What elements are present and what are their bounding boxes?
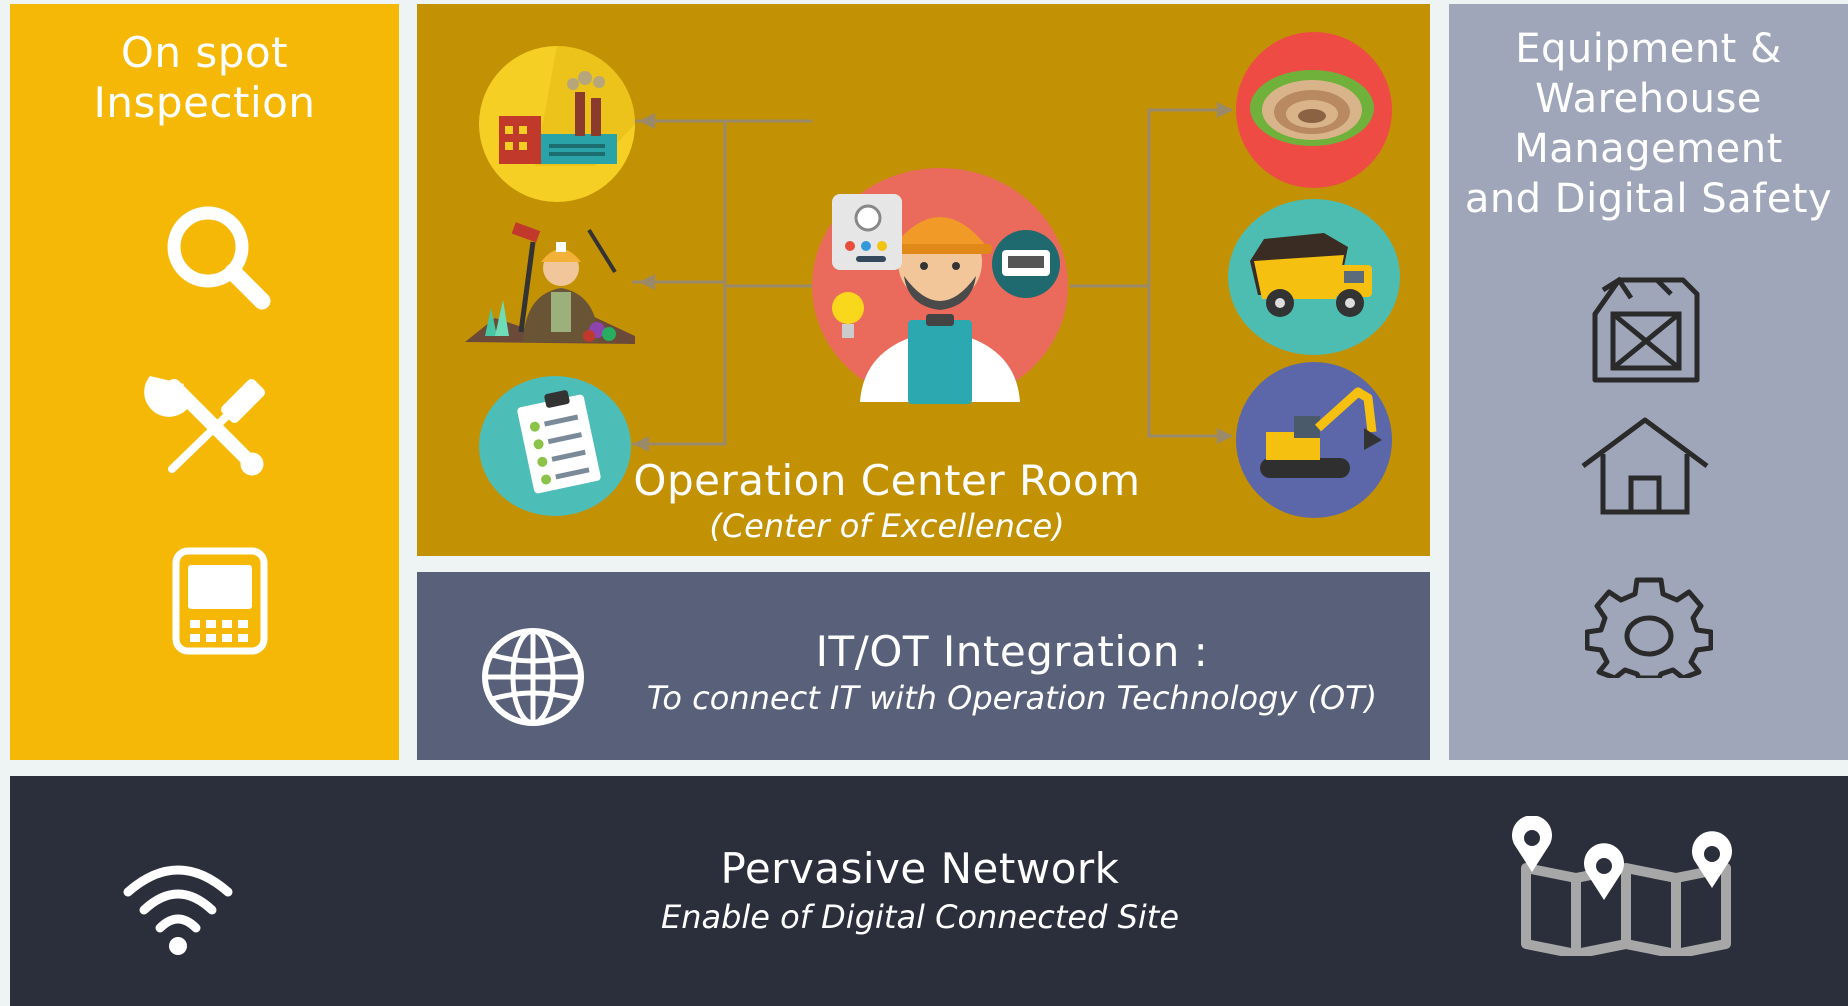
map-pins-icon: [1502, 816, 1752, 956]
house-icon: [1579, 416, 1711, 516]
miner-icon: [465, 212, 641, 348]
fuel-can-icon: [1579, 272, 1703, 390]
connector-lines: [630, 102, 1233, 452]
itot-subtitle: To connect IT with Operation Technology …: [646, 679, 1378, 717]
checklist-icon: [479, 376, 631, 516]
equipment-panel: Equipment & Warehouse Management and Dig…: [1449, 4, 1848, 760]
equipment-title-line1: Equipment &: [1515, 26, 1782, 72]
equipment-title-line2: Warehouse: [1535, 76, 1762, 122]
tablet-icon: [172, 547, 268, 655]
factory-icon: [475, 46, 639, 202]
network-title: Pervasive Network: [720, 844, 1120, 893]
inspection-title-line1: On spot: [120, 28, 289, 77]
equipment-title-line4: and Digital Safety: [1464, 176, 1833, 222]
engineer-icon: [812, 166, 1074, 406]
equipment-title-line3: Management: [1514, 126, 1783, 172]
operation-center-panel: Operation Center Room (Center of Excelle…: [417, 4, 1430, 556]
inspection-title: On spot Inspection: [10, 28, 399, 128]
network-panel: Pervasive Network Enable of Digital Conn…: [10, 776, 1848, 1006]
globe-icon: [480, 627, 586, 727]
search-icon: [160, 199, 275, 314]
inspection-title-line2: Inspection: [93, 78, 316, 127]
inspection-panel: On spot Inspection: [10, 4, 399, 760]
itot-title: IT/OT Integration :: [815, 627, 1209, 676]
excavator-icon: [1232, 362, 1396, 518]
wrench-screwdriver-icon: [142, 364, 282, 484]
operation-center-subtitle: (Center of Excellence): [709, 507, 1065, 545]
network-subtitle: Enable of Digital Connected Site: [660, 898, 1180, 936]
wifi-icon: [122, 856, 234, 956]
dump-truck-icon: [1228, 199, 1400, 355]
open-pit-mine-icon: [1232, 32, 1396, 188]
gear-icon: [1585, 574, 1713, 678]
operation-center-title: Operation Center Room: [633, 456, 1141, 505]
equipment-title: Equipment & Warehouse Management and Dig…: [1449, 24, 1848, 224]
itot-panel: IT/OT Integration : To connect IT with O…: [417, 572, 1430, 760]
